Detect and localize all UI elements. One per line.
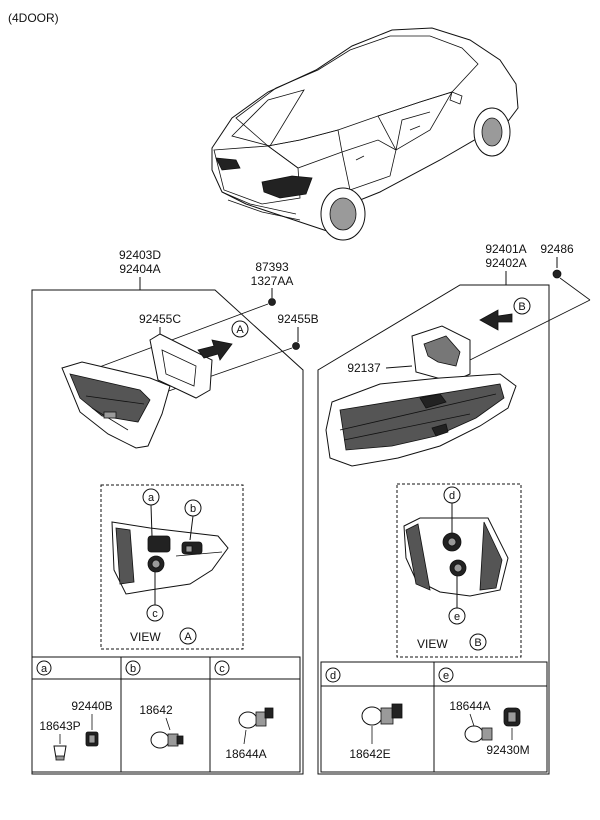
svg-text:c: c — [152, 608, 158, 620]
svg-text:B: B — [474, 637, 481, 649]
bulb-icon — [464, 725, 493, 743]
view-a-detail: a b c VIEW A — [100, 484, 244, 650]
part-18643P: 18643P — [39, 719, 80, 733]
svg-text:B: B — [518, 301, 525, 313]
part-92430M: 92430M — [486, 743, 529, 757]
left-nut-number: 92455B — [277, 312, 318, 326]
table-key-c: c — [219, 663, 225, 675]
left-part-number-2: 92404A — [119, 262, 160, 276]
svg-text:A: A — [236, 324, 244, 336]
right-part-number-1: 92401A — [485, 242, 526, 256]
view-a-callout-a — [142, 488, 160, 506]
svg-text:e: e — [454, 611, 460, 623]
svg-text:d: d — [449, 490, 455, 502]
right-assembly-frame — [317, 284, 550, 775]
view-a-marker — [231, 320, 249, 338]
view-b-arrow-icon — [479, 309, 513, 331]
view-b-callout-e — [448, 607, 466, 625]
table-key-b: b — [130, 663, 136, 675]
bulb-icon — [238, 707, 274, 729]
nut-icon — [292, 342, 300, 350]
view-a-callout-b — [184, 499, 202, 517]
socket-icon — [503, 707, 521, 727]
car-illustration — [211, 27, 519, 241]
part-18642E: 18642E — [349, 747, 390, 761]
part-18644A-right: 18644A — [449, 699, 490, 713]
nut-icon — [552, 269, 562, 279]
bulb-table-left: a b c 92440B 18643P 18642 — [31, 656, 301, 773]
wedge-bulb-icon — [53, 745, 67, 761]
bulb-icon — [150, 731, 184, 749]
bulb-table-right: d e 18642E 18644A 92430M — [320, 661, 548, 773]
table-key-d: d — [330, 670, 336, 682]
part-18644A-left: 18644A — [225, 747, 266, 761]
right-part-number-2: 92402A — [485, 256, 526, 270]
left-gasket-number: 92455C — [139, 312, 181, 326]
gasket-plate — [149, 333, 213, 399]
right-assembly: 92401A 92402A 92486 B 92137 — [317, 242, 591, 775]
socket-icon — [85, 731, 99, 747]
svg-text:a: a — [148, 492, 155, 504]
view-b-callout-d — [443, 486, 461, 504]
left-assembly: 92403D 92404A 87393 1327AA 92455C 92455B… — [31, 248, 319, 775]
screw-icon — [268, 298, 276, 306]
view-a-callout-c — [146, 604, 164, 622]
part-18642: 18642 — [139, 703, 173, 717]
part-92440B: 92440B — [71, 699, 112, 713]
right-nut-number: 92486 — [540, 242, 574, 256]
svg-text:A: A — [184, 631, 192, 643]
view-b-label: VIEW — [417, 637, 448, 651]
bulb-icon — [361, 703, 403, 726]
table-key-a: a — [41, 663, 48, 675]
view-a-label: VIEW — [130, 630, 161, 644]
left-screw-number-1: 87393 — [255, 260, 289, 274]
view-a-arrow-icon — [197, 339, 233, 361]
diagram-title: (4DOOR) — [8, 11, 59, 25]
left-screw-number-2: 1327AA — [251, 274, 294, 288]
cover-part-number: 92137 — [347, 361, 381, 375]
view-b-detail: d e VIEW B — [396, 483, 522, 658]
svg-text:b: b — [190, 503, 196, 515]
table-key-e: e — [443, 670, 449, 682]
view-b-marker — [513, 297, 531, 315]
left-part-number-1: 92403D — [119, 248, 161, 262]
